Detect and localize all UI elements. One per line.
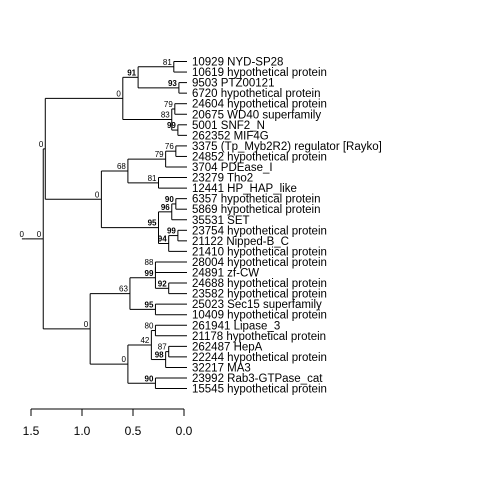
leaf-label: 24891 zf-CW bbox=[192, 268, 259, 280]
support-value: 88 bbox=[145, 258, 154, 267]
leaf-label: 12441 HP_HAP_like bbox=[192, 183, 297, 195]
support-value: 0 bbox=[19, 230, 24, 239]
support-value: 42 bbox=[140, 336, 149, 345]
support-value: 68 bbox=[117, 162, 126, 171]
leaf-label: 35531 SET bbox=[192, 215, 250, 227]
support-value: 87 bbox=[158, 343, 167, 352]
leaf-label: 262487 HepA bbox=[192, 341, 263, 353]
leaf-label: 21410 hypothetical protein bbox=[192, 246, 327, 258]
leaf-label: 25023 Sec15 superfamily bbox=[192, 299, 322, 311]
support-value: 63 bbox=[119, 285, 128, 294]
support-value: 95 bbox=[148, 219, 157, 228]
support-value: 90 bbox=[165, 195, 174, 204]
leaf-label: 23582 hypothetical protein bbox=[192, 289, 327, 301]
leaf-label: 9503 PTZ00121 bbox=[192, 78, 274, 90]
leaf-label: 5001 SNF2_N bbox=[192, 120, 265, 132]
leaf-label: 6720 hypothetical protein bbox=[192, 88, 321, 100]
support-value: 80 bbox=[145, 322, 154, 331]
leaf-label: 23279 Tho2 bbox=[192, 173, 253, 185]
axis-tick-label: 0.5 bbox=[125, 424, 142, 438]
leaf-label: 24852 hypothetical protein bbox=[192, 151, 327, 163]
leaf-label: 5869 hypothetical protein bbox=[192, 204, 321, 216]
axis-tick-label: 1.0 bbox=[74, 424, 91, 438]
support-value: 81 bbox=[148, 174, 157, 183]
leaf-label: 22244 hypothetical protein bbox=[192, 352, 327, 364]
support-value: 0 bbox=[116, 89, 121, 98]
leaf-label: 32217 MA3 bbox=[192, 362, 251, 374]
axis-tick-label: 0.0 bbox=[176, 424, 193, 438]
leaf-label: 3704 PDEase_I bbox=[192, 162, 273, 174]
leaf-label: 24688 hypothetical protein bbox=[192, 278, 327, 290]
support-value: 83 bbox=[161, 111, 170, 120]
support-value: 76 bbox=[165, 142, 174, 151]
support-value: 99 bbox=[167, 121, 176, 130]
leaf-label: 21178 hypothetical protein bbox=[192, 331, 326, 343]
support-value: 99 bbox=[145, 269, 154, 278]
support-value: 0 bbox=[37, 230, 42, 239]
leaf-label: 28004 hypothetical protein bbox=[192, 257, 327, 269]
leaf-label: 15545 hypothetical protein bbox=[192, 384, 327, 396]
leaf-label: 10409 hypothetical protein bbox=[192, 310, 327, 322]
support-value: 90 bbox=[145, 374, 154, 383]
leaf-label: 3375 (Tp_Myb2R2) regulator [Rayko] bbox=[192, 141, 382, 153]
support-value: 0 bbox=[84, 320, 89, 329]
leaf-label: 23754 hypothetical protein bbox=[192, 225, 327, 237]
leaf-label: 21122 Nipped-B_C bbox=[192, 236, 289, 248]
leaf-label: 6357 hypothetical protein bbox=[192, 194, 321, 206]
leaf-label: 23992 Rab3-GTPase_cat bbox=[192, 373, 323, 385]
support-value: 95 bbox=[145, 300, 154, 309]
support-value: 93 bbox=[168, 79, 177, 88]
leaf-label: 20675 WD40 superfamily bbox=[192, 109, 321, 121]
leaf-label: 261941 Lipase_3 bbox=[192, 320, 280, 332]
leaf-label: 24604 hypothetical protein bbox=[192, 99, 327, 111]
support-value: 94 bbox=[158, 234, 167, 243]
support-value: 96 bbox=[161, 203, 170, 212]
support-value: 79 bbox=[164, 100, 173, 109]
support-value: 81 bbox=[163, 58, 172, 67]
leaf-label: 262352 MIF4G bbox=[192, 130, 269, 142]
support-value: 0 bbox=[39, 140, 44, 149]
support-value: 0 bbox=[121, 355, 126, 364]
support-value: 0 bbox=[95, 190, 100, 199]
support-value: 91 bbox=[127, 68, 136, 77]
leaf-label: 10929 NYD-SP28 bbox=[192, 57, 283, 69]
support-value: 99 bbox=[167, 227, 176, 236]
axis-tick-label: 1.5 bbox=[23, 424, 40, 438]
support-value: 92 bbox=[158, 279, 167, 288]
leaf-label: 10619 hypothetical protein bbox=[192, 67, 327, 79]
support-value: 79 bbox=[155, 150, 164, 159]
support-value: 98 bbox=[155, 351, 164, 360]
